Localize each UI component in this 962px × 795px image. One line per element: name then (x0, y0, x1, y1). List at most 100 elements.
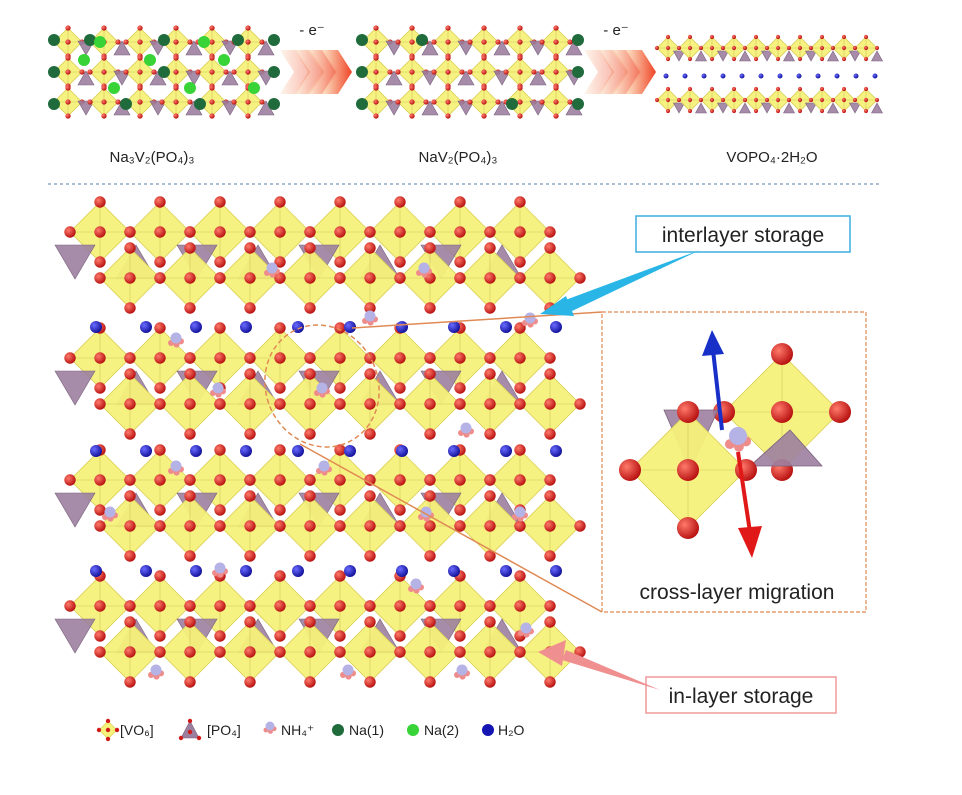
oxygen-atom (94, 630, 106, 642)
oxygen-atom (395, 69, 401, 75)
oxygen-atom (709, 108, 715, 114)
ammonium-nitrogen (524, 312, 536, 324)
oxygen-atom (467, 69, 473, 75)
oxygen-atom (553, 113, 559, 119)
oxygen-atom (467, 39, 473, 45)
na1-atom (194, 98, 206, 110)
na1-atom (232, 34, 244, 46)
oxygen-atom (214, 398, 226, 410)
po4-tetrahedron (54, 618, 96, 654)
oxygen-atom (124, 302, 136, 314)
oxygen-atom (409, 113, 415, 119)
interlayer-storage-box (635, 215, 851, 253)
oxygen-atom (775, 56, 781, 62)
oxygen-atom (124, 428, 136, 440)
oxygen-atom (184, 474, 196, 486)
oxygen-atom (274, 398, 286, 410)
na1-atom (48, 98, 60, 110)
oxygen-atom (274, 600, 286, 612)
oxygen-atom (514, 382, 526, 394)
po4-tetrahedron (760, 102, 774, 114)
oxygen-atom (454, 600, 466, 612)
oxygen-atom (124, 676, 136, 688)
water-molecule (240, 445, 252, 457)
oxygen-atom (484, 272, 496, 284)
oxygen-atom (334, 272, 346, 284)
na1-atom (268, 34, 280, 46)
oxygen-atom (424, 428, 436, 440)
po4-tetrahedron (782, 50, 796, 62)
na1-atom (48, 34, 60, 46)
oxygen-atom (154, 646, 166, 658)
ammonium-nitrogen (420, 506, 432, 518)
oxygen-atom (514, 474, 526, 486)
oxygen-atom (124, 646, 136, 658)
oxygen-atom (214, 474, 226, 486)
na2-atom (218, 54, 230, 66)
oxygen-atom (709, 86, 715, 92)
cross-layer-migration-label: cross-layer migration (640, 581, 835, 604)
oxygen-atom (65, 55, 71, 61)
oxygen-atom (65, 39, 71, 45)
legend-item-6: H₂O (482, 722, 525, 738)
oxygen-atom (274, 630, 286, 642)
oxygen-atom (184, 272, 196, 284)
oxygen-atom (387, 69, 393, 75)
na1-atom (158, 66, 170, 78)
oxygen-atom (424, 398, 436, 410)
oxygen-atom (742, 97, 748, 103)
oxygen-atom (753, 34, 759, 40)
oxygen-atom (87, 69, 93, 75)
oxygen-atom (517, 113, 523, 119)
migration-up-arrow-head (702, 330, 724, 356)
legend-label: Na(1) (349, 722, 384, 738)
oxygen-atom (574, 398, 586, 410)
oxygen-atom (394, 196, 406, 208)
oxygen-atom (553, 99, 559, 105)
oxygen-atom (423, 99, 429, 105)
oxygen-atom (567, 39, 573, 45)
oxygen-atom (394, 600, 406, 612)
oxygen-atom (334, 646, 346, 658)
na1-atom (356, 98, 368, 110)
oxygen-atom (364, 368, 376, 380)
interlayer-storage-label: interlayer storage (662, 224, 824, 247)
oxygen-atom (173, 69, 179, 75)
oxygen-atom (124, 520, 136, 532)
oxygen-atom (137, 69, 143, 75)
water-molecule (190, 565, 202, 577)
oxygen-atom (841, 56, 847, 62)
oxygen-atom (304, 368, 316, 380)
oxygen-atom (304, 676, 316, 688)
oxygen-atom (101, 69, 107, 75)
oxygen-atom (244, 520, 256, 532)
po4-tetrahedron (54, 370, 96, 406)
oxygen-atom (676, 458, 700, 482)
oxygen-atom (514, 520, 526, 532)
oxygen-atom (676, 400, 700, 424)
water-molecule (448, 565, 460, 577)
oxygen-atom (259, 99, 265, 105)
oxygen-atom (214, 322, 226, 334)
oxygen-atom (214, 504, 226, 516)
chevron-icon (322, 50, 352, 94)
oxygen-atom (304, 302, 316, 314)
oxygen-atom (395, 99, 401, 105)
po4-tetrahedron (826, 50, 840, 62)
oxygen-atom (244, 550, 256, 562)
oxygen-atom (819, 97, 825, 103)
oxygen-atom (364, 616, 376, 628)
oxygen-atom (154, 600, 166, 612)
in-layer-storage-box (645, 676, 837, 714)
oxygen-atom (665, 45, 671, 51)
formula-nav2po43: NaV₂(PO₄)₃ (419, 149, 498, 166)
oxygen-atom (481, 39, 487, 45)
oxygen-atom (424, 520, 436, 532)
oxygen-atom (770, 400, 794, 424)
oxygen-atom (424, 242, 436, 254)
oxygen-atom (304, 226, 316, 238)
oxygen-atom (797, 45, 803, 51)
water-molecule (663, 73, 669, 79)
water-molecule (815, 73, 821, 79)
oxygen-atom (484, 600, 496, 612)
